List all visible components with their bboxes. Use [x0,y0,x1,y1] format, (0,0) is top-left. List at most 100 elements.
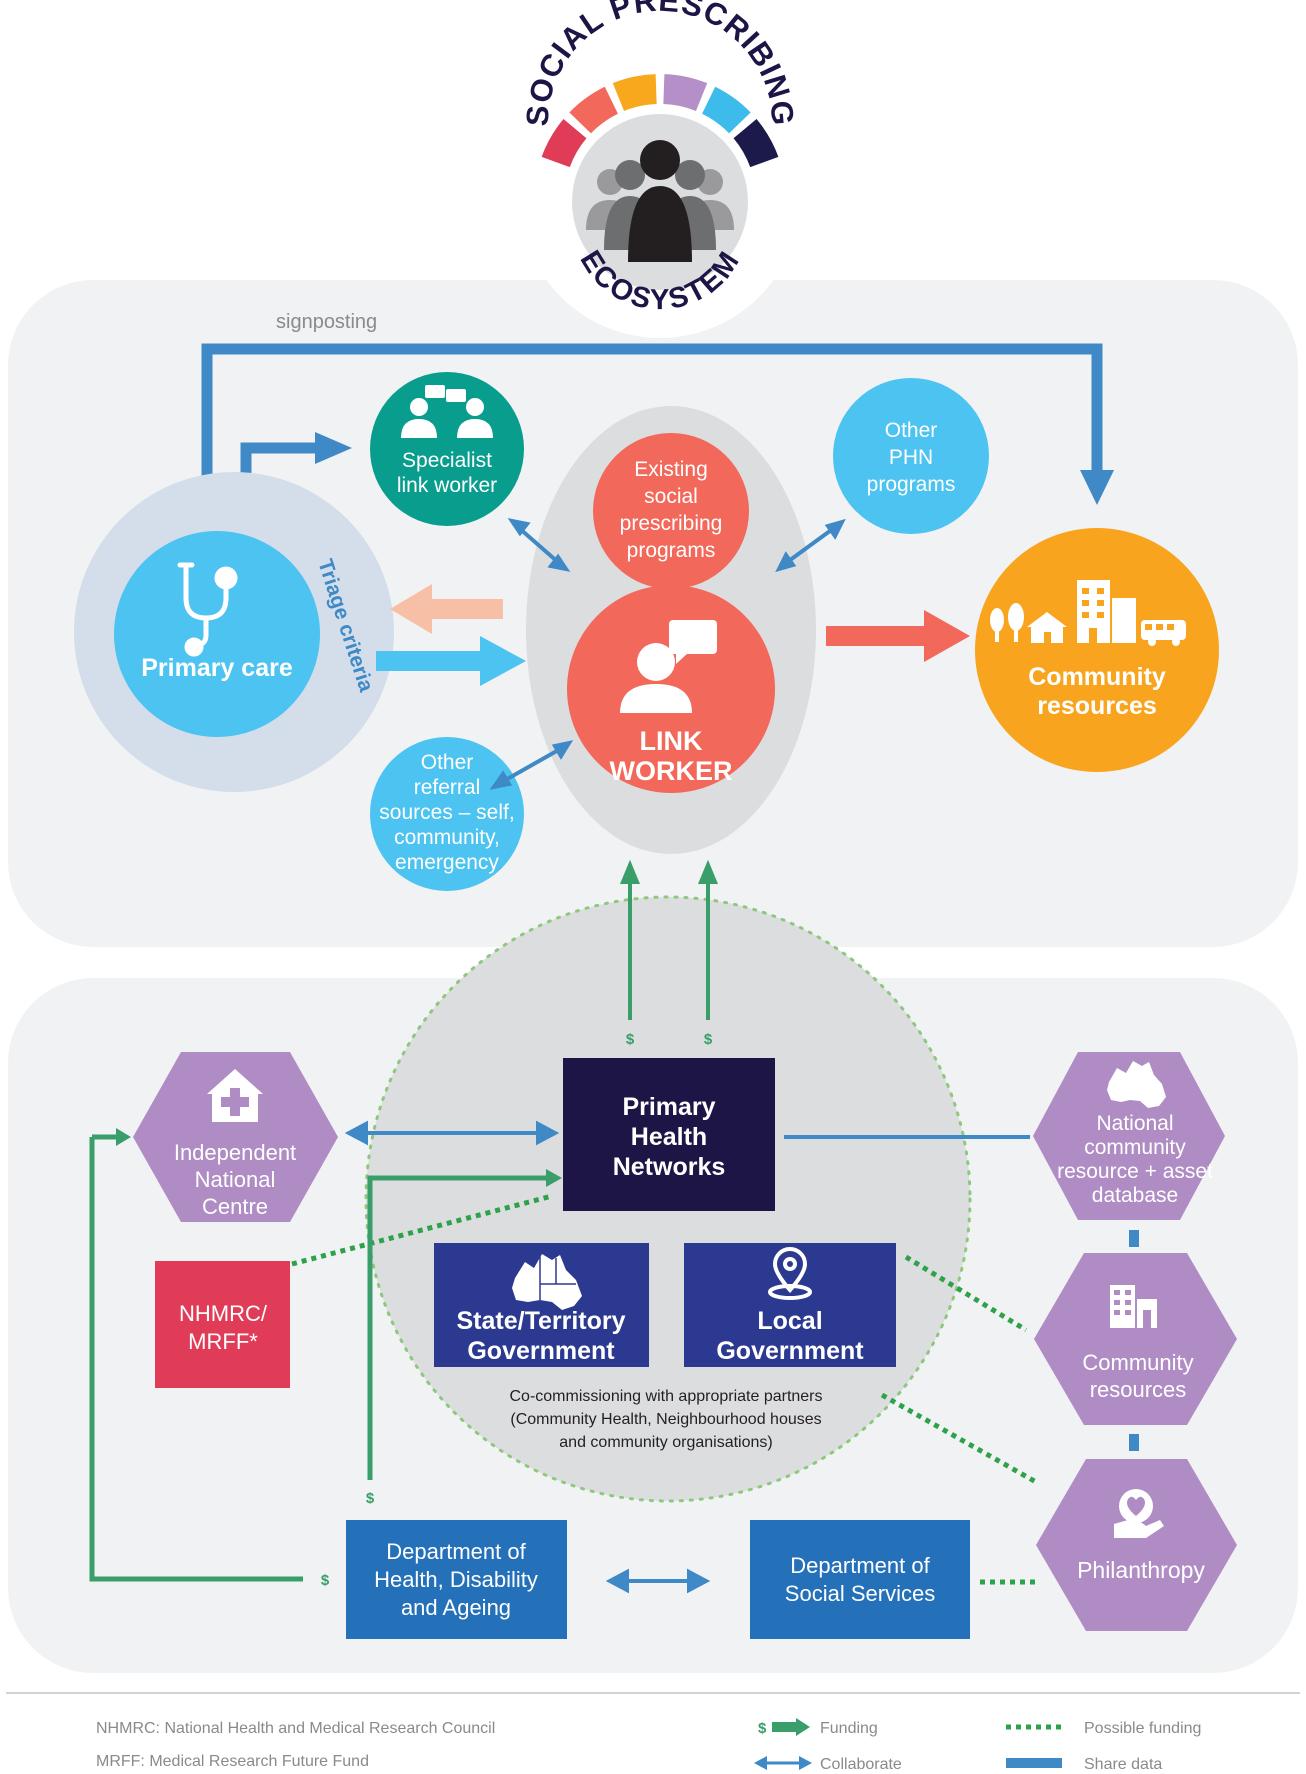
australia-states-icon [512,1254,582,1310]
state-lines [539,1256,576,1300]
community-resources-circle[interactable] [975,528,1219,772]
existing-line1: Existing [634,458,708,481]
referral-back-arrow [390,584,503,634]
link-worker-line1: LINK [640,726,703,756]
collab-arrows-upper [489,518,846,790]
dhda-line1: Department of [386,1539,526,1564]
specialist-line1: Specialist [402,449,492,472]
local-line1: Local [757,1307,822,1335]
independent-centre-hex[interactable] [133,1052,338,1222]
state-line1: State/Territory [456,1307,625,1335]
community-line2: resources [1037,692,1157,720]
phn-box[interactable] [563,1058,775,1211]
inc-line1: Independent [174,1140,296,1165]
dss-line1: Department of [790,1553,930,1578]
dollar-3: $ [321,1572,330,1589]
color-ring [541,74,779,168]
collab-depts [605,1568,711,1594]
dept-social-box[interactable] [750,1520,970,1639]
ring-segment [702,86,751,134]
existing-line3: prescribing [620,512,723,535]
referral-line3: sources – self, [379,801,514,824]
phn-line2: Health [631,1123,707,1151]
legend-share-data: Share data [1006,1756,1162,1773]
ring-segment [541,119,587,168]
dept-health-box[interactable] [346,1520,567,1639]
signposting-label: signposting [276,311,377,333]
legend-possible-funding: Possible funding [1006,1720,1201,1737]
philanthropy-hex[interactable] [1036,1459,1237,1631]
svg-text:Collaborate: Collaborate [820,1756,902,1773]
share-data-link-2 [1129,1434,1139,1451]
location-pin-icon [768,1247,812,1300]
people-icon [586,140,734,262]
other-referral-circle[interactable] [370,737,524,891]
cr-line2: resources [1090,1377,1187,1402]
other-phn-line3: programs [867,473,956,496]
hospital-icon [207,1069,263,1122]
referral-line2: referral [414,776,481,799]
people-chat-icon [401,385,493,438]
ring-segment [612,74,657,111]
community-resources-hex[interactable] [1034,1253,1237,1425]
existing-line2: social [644,485,698,508]
abbrev-nhmrc: NHMRC: National Health and Medical Resea… [96,1720,495,1737]
abbrev-mrff: MRFF: Medical Research Future Fund [96,1753,369,1770]
primary-care-circle[interactable] [114,531,320,737]
link-worker-line2: WORKER [610,756,733,786]
stethoscope-icon [177,562,238,657]
buildings-icon [1110,1285,1157,1328]
cr-line1: Community [1082,1350,1193,1375]
referral-line5: emergency [395,851,499,874]
inc-line2: National [195,1167,276,1192]
ring-segment [569,86,618,134]
header-badge: SOCIAL PRESCRIBING ECOSYSTEM [520,0,800,338]
legend-collaborate: Collaborate [754,1756,902,1773]
nhmrc-line1: NHMRC/ [179,1301,268,1326]
ndb-line1: National [1096,1112,1173,1135]
ndb-line4: database [1092,1184,1178,1207]
existing-programs-circle[interactable] [593,433,749,589]
ndb-line3: resource + asset [1057,1160,1213,1183]
person-speech-icon [620,620,717,713]
dollar-4: $ [366,1490,375,1507]
phn-line3: Networks [613,1153,726,1181]
signposting-arrow [201,343,1103,528]
possible-funding-lines [880,1254,1040,1585]
national-database-hex[interactable] [1033,1052,1225,1220]
philanthropy-label: Philanthropy [1077,1557,1205,1583]
funding-arrowhead-inc [116,1128,131,1146]
nhmrc-line2: MRFF* [188,1329,258,1354]
other-phn-line1: Other [885,419,938,442]
other-phn-circle[interactable] [833,378,989,534]
dollar-1: $ [626,1031,635,1048]
svg-text:$: $ [758,1720,767,1737]
referral-line4: community, [394,826,500,849]
collab-inc-phn [344,1120,560,1146]
community-line1: Community [1028,663,1166,691]
phn-funding-arrows [620,859,718,1020]
cocomm-line1: Co-commissioning with appropriate partne… [509,1388,822,1405]
specialist-arrowhead [315,432,352,464]
local-government-box[interactable] [684,1243,896,1367]
existing-line4: programs [627,539,716,562]
australia-map-icon [1107,1061,1166,1108]
funding-arrowhead-phn [546,1169,562,1187]
svg-text:Possible funding: Possible funding [1084,1720,1201,1737]
inc-line3: Centre [202,1194,268,1219]
town-icon [990,580,1186,646]
specialist-link-worker-circle[interactable] [370,372,524,526]
signposting-arrowhead [1080,470,1114,505]
nhmrc-box[interactable] [155,1261,290,1388]
other-phn-line2: PHN [889,446,933,469]
cocomm-line2: (Community Health, Neighbourhood houses [510,1411,821,1428]
dss-line2: Social Services [785,1581,935,1606]
primary-care-label: Primary care [141,654,293,682]
ring-segment [733,119,779,168]
state-line2: Government [467,1337,615,1365]
dhda-line3: and Ageing [401,1595,511,1620]
specialist-line2: link worker [397,474,497,497]
phn-line1: Primary [622,1093,715,1121]
nhmrc-possible-funding [291,1193,553,1267]
